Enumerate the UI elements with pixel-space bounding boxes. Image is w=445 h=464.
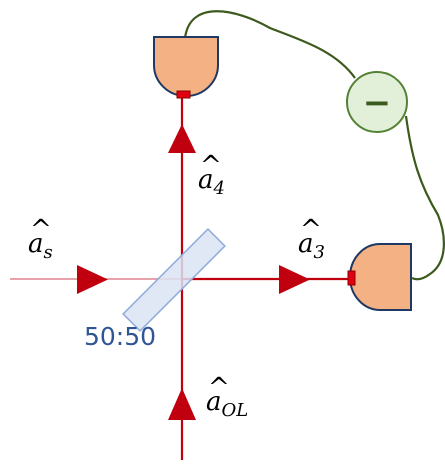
svg-text:^: ^ <box>200 151 222 181</box>
arrow-head-icon <box>77 265 108 294</box>
svg-text:^: ^ <box>30 215 52 245</box>
signal-wire <box>183 10 445 281</box>
photodetector-icon <box>153 36 219 99</box>
mode-label-s: as ^ <box>28 215 53 263</box>
arrow-head-icon <box>279 265 310 294</box>
svg-text:as: as <box>28 229 53 263</box>
arrow-head-icon <box>168 388 196 420</box>
svg-text:a3: a3 <box>298 229 325 263</box>
svg-text:a4: a4 <box>198 165 225 199</box>
svg-text:^: ^ <box>300 215 322 245</box>
svg-text:aOL: aOL <box>206 387 248 421</box>
svg-text:^: ^ <box>208 373 230 403</box>
subtractor: − <box>346 71 408 133</box>
photodetector-icon <box>347 243 412 311</box>
mode-label-3: a3 ^ <box>298 215 325 263</box>
mode-label-4: a4 ^ <box>198 151 225 199</box>
minus-icon: − <box>363 83 392 123</box>
arrow-head-icon <box>168 124 196 153</box>
mode-label-ol: aOL ^ <box>206 373 248 421</box>
beam-splitter <box>122 228 226 332</box>
beamsplitter-label: 50:50 <box>84 322 156 351</box>
